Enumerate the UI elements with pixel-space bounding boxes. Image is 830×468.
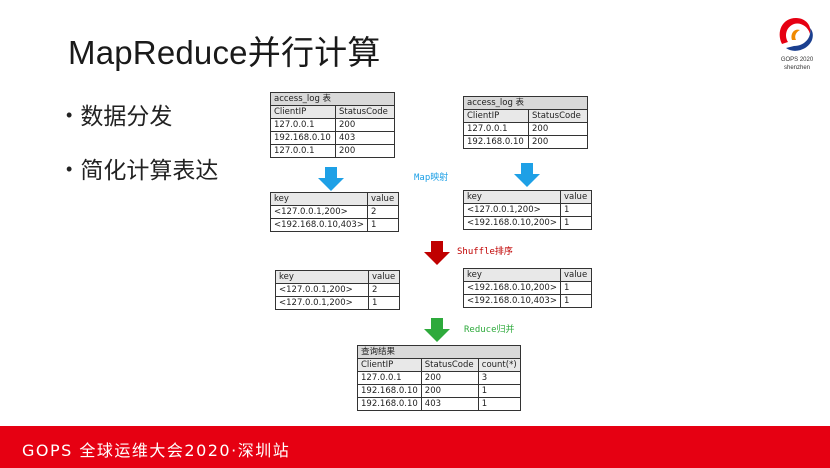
footer-text: GOPS 全球运维大会2020·深圳站 [22, 441, 291, 460]
logo-caption-line1: GOPS 2020 [780, 57, 814, 63]
table-cell: <192.168.0.10,403> [463, 294, 561, 308]
logo-caption: GOPS 2020 shenzhen [775, 56, 819, 72]
table-cell: 192.168.0.10 [357, 397, 422, 411]
bullet-item: 简化计算表达 [66, 150, 218, 204]
table-cell: 127.0.0.1 [270, 118, 336, 132]
bullet-item: 数据分发 [66, 96, 218, 150]
table-row: <127.0.0.1,200>1 [463, 203, 592, 217]
table-cell: 2 [366, 205, 399, 219]
table-cell: 192.168.0.10 [463, 135, 529, 149]
table-cell: 127.0.0.1 [270, 144, 336, 158]
table-cell: 192.168.0.10 [270, 131, 336, 145]
table-cell: <192.168.0.10,200> [463, 216, 561, 230]
reduce-arrow-icon [424, 318, 450, 342]
table-row: <127.0.0.1,200>2 [275, 283, 400, 297]
table-cell: 192.168.0.10 [357, 384, 422, 398]
table-cell: 403 [420, 397, 479, 411]
logo-swirl-icon [779, 18, 813, 51]
table-cell: 200 [528, 122, 588, 136]
gops-logo [772, 10, 818, 68]
map-arrow-right-icon [514, 163, 540, 187]
table-cell: 200 [335, 118, 395, 132]
logo-caption-line2: shenzhen [783, 65, 811, 71]
slide-title: MapReduce并行计算 [68, 34, 381, 71]
column-header: ClientIP [270, 105, 336, 119]
table-cell: 1 [477, 384, 521, 398]
column-header: key [270, 192, 368, 206]
table-cell: 1 [559, 216, 592, 230]
table-cell: 200 [528, 135, 588, 149]
shuffle-arrow-icon [424, 241, 450, 265]
table-cell: 127.0.0.1 [463, 122, 529, 136]
bullet-list: 数据分发 简化计算表达 [66, 96, 218, 204]
table-cell: <127.0.0.1,200> [275, 296, 369, 310]
table-cell: <127.0.0.1,200> [270, 205, 368, 219]
column-header: key [275, 270, 369, 284]
column-header: value [368, 270, 400, 284]
table-cell: <192.168.0.10,200> [463, 281, 561, 295]
column-header: count(*) [477, 358, 521, 372]
table-cell: 1 [477, 397, 521, 411]
table-row: <192.168.0.10,403>1 [463, 294, 592, 308]
shuffle-step-label: Shuffle排序 [457, 247, 513, 257]
table-cell: <127.0.0.1,200> [463, 203, 561, 217]
table-cell: 1 [559, 281, 592, 295]
table-caption: 查询结果 [357, 345, 521, 359]
column-header: value [559, 190, 592, 204]
table-row: <192.168.0.10,403>1 [270, 218, 399, 232]
table-caption: access_log 表 [270, 92, 395, 106]
table-cell: 1 [368, 296, 400, 310]
table-cell: 2 [368, 283, 400, 297]
table-row: <192.168.0.10,200>1 [463, 216, 592, 230]
table-row: <192.168.0.10,200>1 [463, 281, 592, 295]
column-header: key [463, 190, 561, 204]
table-cell: 200 [420, 384, 479, 398]
column-header: key [463, 268, 561, 282]
table-caption: access_log 表 [463, 96, 588, 110]
column-header: StatusCode [528, 109, 588, 123]
table-cell: 1 [559, 203, 592, 217]
table-cell: 3 [477, 371, 521, 385]
column-header: StatusCode [420, 358, 479, 372]
table-row: <127.0.0.1,200>2 [270, 205, 399, 219]
map-step-label: Map映射 [414, 173, 449, 183]
column-header: value [559, 268, 592, 282]
table-row: <127.0.0.1,200>1 [275, 296, 400, 310]
map-arrow-left-icon [318, 167, 344, 191]
table-cell: 1 [366, 218, 399, 232]
table-cell: 200 [420, 371, 479, 385]
table-cell: <127.0.0.1,200> [275, 283, 369, 297]
table-cell: 127.0.0.1 [357, 371, 422, 385]
reduce-step-label: Reduce归并 [464, 325, 515, 335]
table-cell: 1 [559, 294, 592, 308]
column-header: ClientIP [357, 358, 422, 372]
table-cell: <192.168.0.10,403> [270, 218, 368, 232]
column-header: ClientIP [463, 109, 529, 123]
column-header: StatusCode [335, 105, 395, 119]
column-header: value [366, 192, 399, 206]
table-cell: 403 [335, 131, 395, 145]
footer-bar: GOPS 全球运维大会2020·深圳站 [0, 426, 830, 468]
table-cell: 200 [335, 144, 395, 158]
